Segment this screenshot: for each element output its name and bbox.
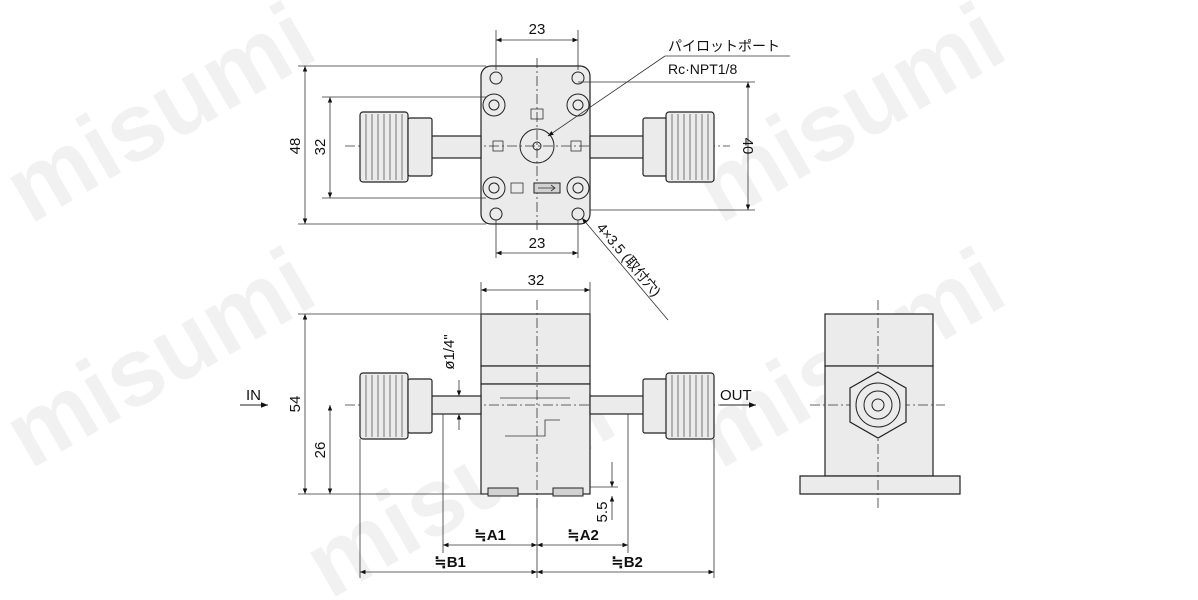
label-out: OUT [720,387,752,404]
label-in: IN [246,387,261,404]
top-body-plate [480,65,591,225]
dim-port-height: 26 [312,442,329,459]
dim-b1: ≒B1 [434,554,466,571]
dim-hole-pitch-bottom: 23 [529,235,546,252]
mount-hole-label: 4×3.5 (取付穴) [594,220,665,300]
pilot-port-thread: Rc·NPT1/8 [668,61,737,77]
dim-body-height: 48 [287,138,304,155]
front-view: 32 ø1/4" IN OUT 54 26 5.5 ≒A1 ≒A2 [240,272,756,578]
front-body-upper [480,313,591,367]
dim-inner-height: 32 [312,139,329,156]
side-port-outer [855,382,901,428]
dim-b2: ≒B2 [611,554,643,571]
front-body-collar [480,365,591,385]
dim-offset: 5.5 [594,502,611,523]
front-body-lower [480,383,591,495]
top-nut-right [642,111,715,183]
watermark-text-3: misumi [0,227,332,488]
side-port-inner [871,398,885,412]
top-tube-left [429,135,482,159]
front-tube-right [589,395,646,415]
dim-tube-diameter: ø1/4" [441,334,458,369]
top-nut-left [359,111,433,183]
watermark-text-1: misumi [0,0,332,243]
front-tube-left [429,395,482,415]
dim-hole-pitch-top: 23 [529,21,546,38]
side-view [799,300,961,508]
watermark-text-2: misumi [677,0,1022,243]
pilot-port [519,128,555,164]
dim-fitting-span: 40 [739,138,756,155]
top-tube-right [589,135,646,159]
dim-a2: ≒A2 [567,527,599,544]
dim-a1: ≒A1 [474,527,506,544]
front-nut-right [642,372,715,440]
pilot-port-label: パイロットポート [668,38,780,54]
dim-body-width: 32 [528,272,545,289]
dim-total-height: 54 [287,396,304,413]
side-body-upper [824,313,934,367]
front-nut-left [359,372,433,440]
side-base [799,475,961,495]
bolt-head [482,93,590,200]
pilot-port-inner [532,141,542,151]
